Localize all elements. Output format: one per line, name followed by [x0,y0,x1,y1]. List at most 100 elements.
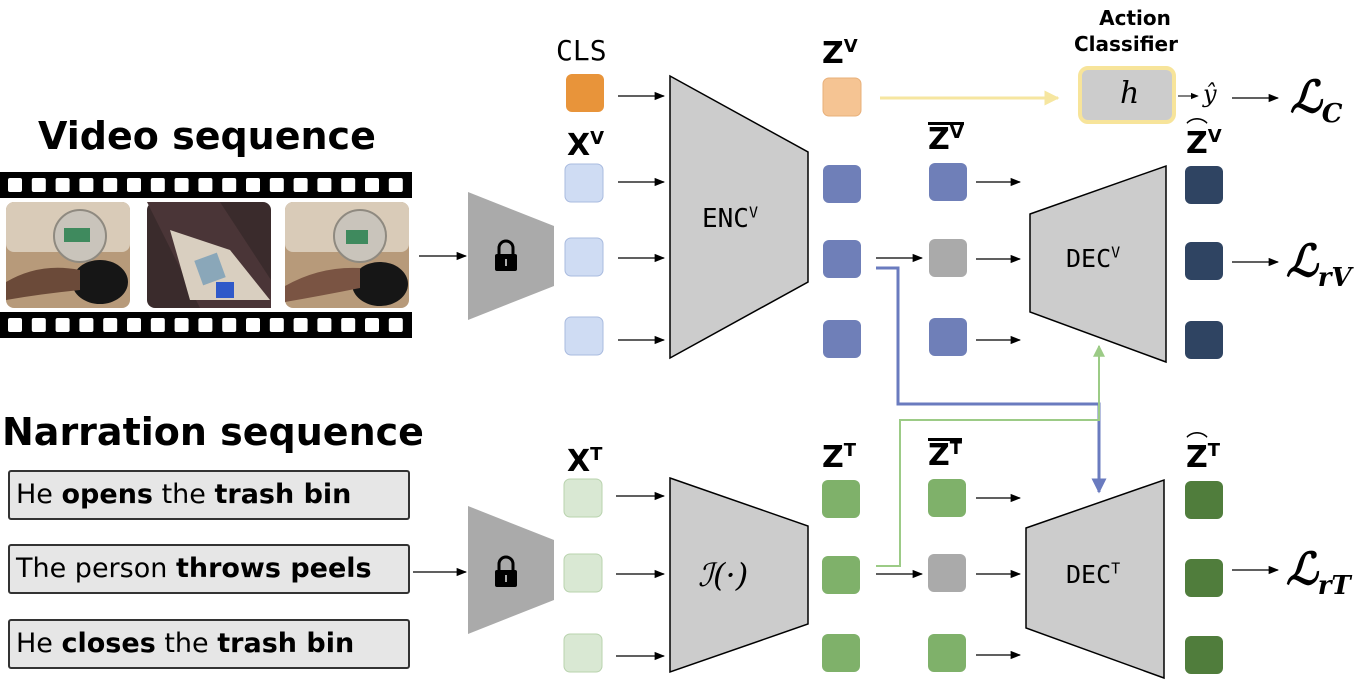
loss-recon-video: ℒrV [1286,236,1352,293]
zt-token [822,480,860,518]
sprocket-hole [31,318,46,332]
classifier-h-label: h [1120,76,1140,111]
sprocket-hole [365,178,379,192]
narration-word: He [16,479,62,510]
sprocket-hole [293,178,308,192]
zv-cls-token [822,77,862,117]
sprocket-hole [198,178,213,192]
sprocket-hole [246,318,260,332]
zbar-t-mask-token [928,554,966,592]
xv-token [564,316,604,356]
sprocket-hole [293,318,308,332]
dec-t-label: DECT [1066,559,1121,589]
zbar-v-token [929,163,967,201]
sprocket-hole [198,318,213,332]
sprocket-hole [269,318,284,332]
sprocket-hole [8,178,22,192]
sprocket-hole [8,318,22,332]
zv-token [823,165,861,203]
narration-box-2: The person throws peels [8,544,410,594]
sprocket-hole [79,178,94,192]
xv-token [564,163,604,203]
narration-keyword: trash bin [214,479,352,510]
loss-recon-text: ℒrT [1286,544,1351,601]
video-to-text-arrow [876,266,1107,494]
zbar-t-token [928,634,966,672]
narration-word: the [152,479,215,510]
sprocket-hole [365,318,379,332]
sprocket-hole [388,178,403,192]
zbar-v-token [929,318,967,356]
loss-classification: ℒC [1290,72,1343,129]
zbar-v-mask-token [929,239,967,277]
sprocket-hole [55,318,70,332]
narration-text: The person throws peels [16,553,372,584]
narration-word: He [16,628,62,659]
zt-token [822,634,860,672]
narration-keyword: trash bin [217,628,355,659]
sprocket-hole [222,178,237,192]
text-encoder-block [669,476,809,674]
video-encoder-block [669,74,809,360]
zhat-v-token [1185,242,1223,280]
sprocket-hole [79,318,94,332]
xt-label: XT [567,444,603,479]
sprocket-hole [388,318,403,332]
sprocket-hole [269,178,284,192]
cls-token [566,74,604,112]
narration-text: He opens the trash bin [16,479,351,510]
sprocket-hole [317,178,332,192]
zt-token [822,556,860,594]
narration-sequence-title: Narration sequence [2,410,424,454]
video-sequence-title: Video sequence [38,114,376,158]
dec-v-label: DECV [1066,243,1121,273]
enc-v-label: ENCV [702,203,758,234]
sprocket-hole [31,178,46,192]
sprocket-hole [222,318,237,332]
text-decoder-block [1025,478,1165,680]
narration-keyword: opens [61,479,153,510]
zhat-v-token [1185,321,1223,359]
xv-label: XV [567,128,605,163]
enc-t-label: ℐ(·) [698,556,749,594]
zbar-v-label: ZV [928,122,964,157]
narration-keyword: throws peels [175,553,372,584]
sprocket-hole [103,178,118,192]
zhat-t-token [1185,481,1223,519]
zhat-t-token [1185,559,1223,597]
zv-token [823,240,861,278]
xt-token [563,633,603,673]
classifier-box [1078,66,1176,124]
lock-icon [495,555,517,587]
text-to-video-arrow [876,344,1105,567]
sprocket-hole [127,318,141,332]
xv-token [564,237,604,277]
sprocket-hole [341,178,356,192]
zv-label: ZV [822,36,858,71]
sprocket-hole [150,318,165,332]
narration-word: the [155,628,218,659]
zhat-t-label: ⌒ZT [1186,432,1221,475]
sprocket-hole [174,318,189,332]
sprocket-hole [127,178,141,192]
narration-word: The person [16,553,176,584]
lock-icon [495,239,517,271]
sprocket-hole [246,178,260,192]
cls-label: CLS [556,34,607,67]
yhat-label: ŷ [1203,80,1217,108]
narration-keyword: closes [61,628,156,659]
zhat-t-token [1185,636,1223,674]
narration-box-3: He closes the trash bin [8,619,410,669]
zbar-t-label: ZT [928,438,963,473]
sprocket-hole [317,318,332,332]
classifier-title: Action [1099,6,1171,30]
video-frame-2 [147,202,271,308]
xt-token [563,478,603,518]
zt-label: ZT [822,440,857,475]
video-decoder-block [1029,164,1167,364]
video-frame-3 [285,202,409,308]
classifier-subtitle: Classifier [1074,32,1178,56]
sprocket-hole [55,178,70,192]
sprocket-hole [150,178,165,192]
